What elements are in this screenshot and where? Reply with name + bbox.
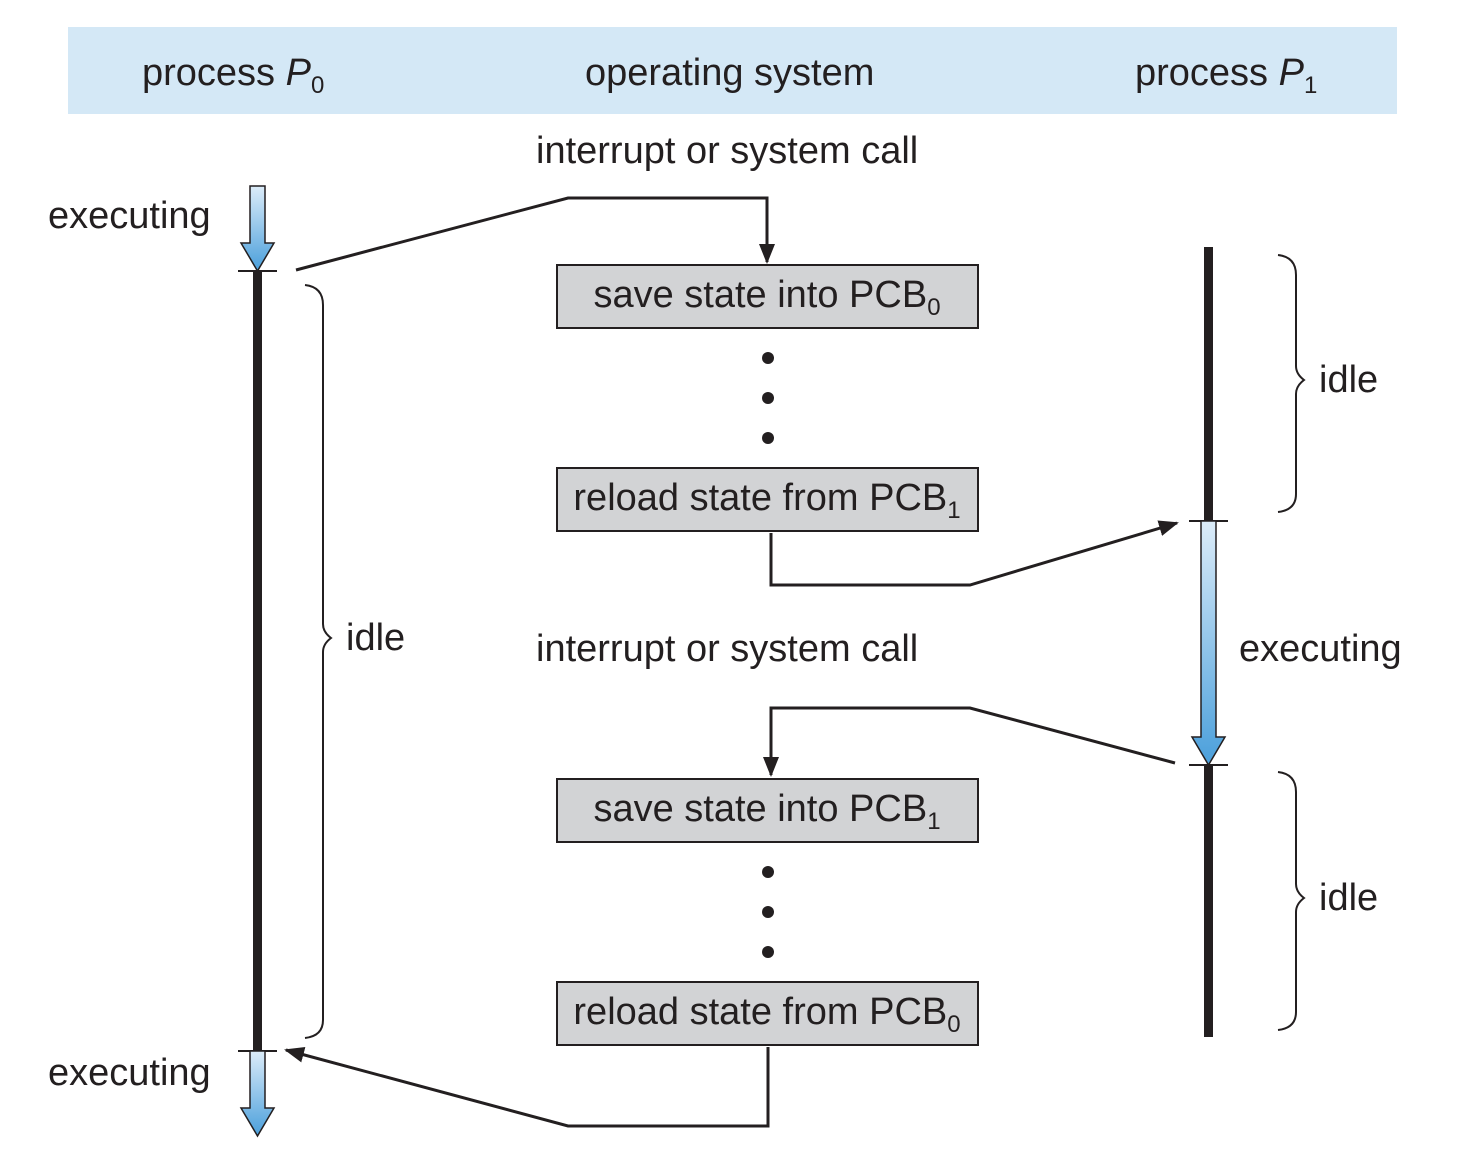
box-save-pcb1-text: save state into PCB1 [593, 788, 940, 835]
box-save-pcb1-sub: 1 [927, 808, 940, 835]
p0-idle-label: idle [346, 617, 405, 659]
header-process-p0-sub: 0 [311, 72, 324, 99]
box-reload-pcb0-sub: 0 [947, 1011, 960, 1038]
header-band [68, 27, 1397, 114]
box-save-pcb1-main: save state into PCB [593, 788, 927, 830]
box-save-pcb0-text: save state into PCB0 [593, 274, 940, 321]
connector-reload-pcb0-to-p0 [284, 1046, 770, 1128]
connector-p0-to-save-pcb0 [295, 196, 775, 272]
p0-idle-bar [253, 271, 262, 1051]
ellipsis-dot [762, 866, 774, 878]
p0-executing-arrow-bottom [239, 1050, 276, 1138]
p1-executing-label: executing [1239, 628, 1402, 670]
p0-executing-label-top: executing [48, 195, 211, 237]
p0-idle-brace [304, 284, 333, 1039]
p1-idle-brace-top [1277, 254, 1306, 513]
header-process-p0-var: P [286, 52, 312, 94]
interrupt-label-1: interrupt or system call [536, 130, 918, 172]
header-process-p0-text: process [142, 52, 286, 94]
header-process-p1: process P1 [1135, 52, 1317, 99]
box-reload-pcb0-text: reload state from PCB0 [573, 991, 960, 1038]
box-save-pcb0 [556, 264, 979, 329]
ellipsis-dot [762, 392, 774, 404]
p1-idle-label-bottom: idle [1319, 877, 1378, 919]
box-reload-pcb1-main: reload state from PCB [573, 477, 947, 519]
ellipsis-dot [762, 432, 774, 444]
ellipsis-dot [762, 946, 774, 958]
box-reload-pcb1 [556, 467, 979, 532]
connector-reload-pcb1-to-p1 [769, 520, 1179, 587]
ellipsis-dot [762, 352, 774, 364]
header-operating-system: operating system [585, 52, 874, 94]
p0-executing-arrow-top [239, 185, 276, 273]
p1-idle-bar-top [1204, 247, 1213, 521]
p1-idle-bar-bottom [1204, 765, 1213, 1037]
box-reload-pcb0-main: reload state from PCB [573, 991, 947, 1033]
interrupt-label-2: interrupt or system call [536, 628, 918, 670]
header-process-p0: process P0 [142, 52, 324, 99]
header-process-p1-sub: 1 [1304, 72, 1317, 99]
box-save-pcb0-sub: 0 [927, 294, 940, 321]
ellipsis-dot [762, 906, 774, 918]
p1-executing-arrow [1190, 520, 1227, 767]
box-save-pcb1 [556, 778, 979, 843]
p1-idle-brace-bottom [1277, 771, 1306, 1031]
p1-idle-label-top: idle [1319, 359, 1378, 401]
box-reload-pcb1-sub: 1 [947, 497, 960, 524]
box-reload-pcb0 [556, 981, 979, 1046]
header-process-p1-text: process [1135, 52, 1279, 94]
box-save-pcb0-main: save state into PCB [593, 274, 927, 316]
header-process-p1-var: P [1279, 52, 1305, 94]
box-reload-pcb1-text: reload state from PCB1 [573, 477, 960, 524]
p0-executing-label-bottom: executing [48, 1052, 211, 1094]
connector-p1-to-save-pcb1 [763, 706, 1176, 777]
